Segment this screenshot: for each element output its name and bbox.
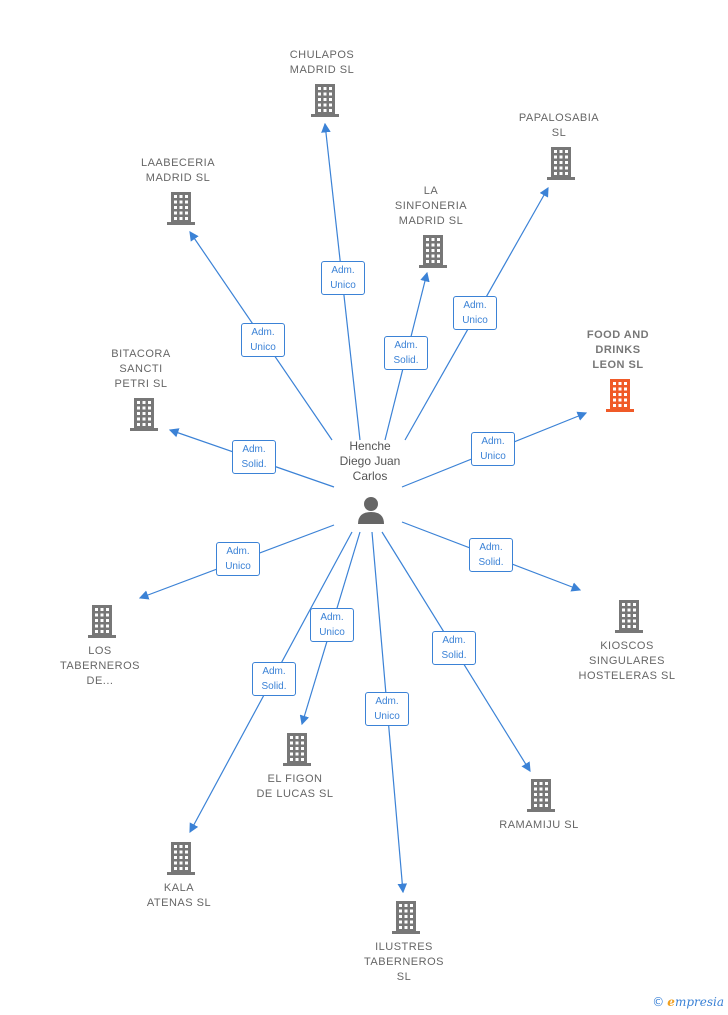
footer-brand[interactable]: ©empresia — [652, 995, 724, 1009]
role-badge-kala-atenas[interactable]: Adm. Solid. — [252, 662, 296, 696]
building-icon[interactable] — [390, 899, 422, 940]
company-label-ilustres[interactable]: ILUSTRES TABERNEROS SL — [364, 941, 444, 983]
center-person-label[interactable]: Henche Diego Juan Carlos — [339, 439, 401, 483]
building-icon[interactable] — [604, 377, 636, 418]
building-icon[interactable] — [128, 396, 160, 437]
company-label-bitacora[interactable]: BITACORA SANCTI PETRI SL — [111, 348, 171, 390]
building-icon[interactable] — [309, 82, 341, 123]
role-badge-ramamiju[interactable]: Adm. Solid. — [432, 631, 476, 665]
company-label-kala-atenas[interactable]: KALA ATENAS SL — [146, 882, 212, 909]
building-icon[interactable] — [613, 598, 645, 639]
brand-initial: e — [667, 995, 675, 1009]
role-badge-chulapos[interactable]: Adm. Unico — [321, 261, 365, 295]
role-badge-el-figon[interactable]: Adm. Unico — [310, 608, 354, 642]
building-icon[interactable] — [525, 777, 557, 818]
role-badge-papalosabia[interactable]: Adm. Unico — [453, 296, 497, 330]
brand-name: mpresia — [674, 995, 724, 1009]
person-icon[interactable] — [356, 495, 386, 530]
company-label-kioscos[interactable]: KIOSCOS SINGULARES HOSTELERAS SL — [578, 640, 676, 682]
company-label-papalosabia[interactable]: PAPALOSABIA SL — [518, 112, 600, 139]
copyright-symbol: © — [652, 995, 665, 1009]
building-icon[interactable] — [281, 731, 313, 772]
company-label-los-taberneros[interactable]: LOS TABERNEROS DE... — [60, 645, 140, 687]
role-badge-bitacora[interactable]: Adm. Solid. — [232, 440, 276, 474]
company-label-food-and-drinks[interactable]: FOOD AND DRINKS LEON SL — [586, 329, 650, 371]
company-label-el-figon[interactable]: EL FIGON DE LUCAS SL — [256, 773, 334, 800]
role-badge-laabeceria[interactable]: Adm. Unico — [241, 323, 285, 357]
role-badge-los-taberneros[interactable]: Adm. Unico — [216, 542, 260, 576]
role-badge-ilustres[interactable]: Adm. Unico — [365, 692, 409, 726]
building-icon[interactable] — [165, 840, 197, 881]
building-icon[interactable] — [417, 233, 449, 274]
building-icon[interactable] — [545, 145, 577, 186]
company-label-ramamiju[interactable]: RAMAMIJU SL — [499, 819, 579, 831]
role-badge-la-sinfoneria[interactable]: Adm. Solid. — [384, 336, 428, 370]
building-icon[interactable] — [86, 603, 118, 644]
company-label-laabeceria[interactable]: LAABECERIA MADRID SL — [140, 157, 216, 184]
company-label-chulapos[interactable]: CHULAPOS MADRID SL — [289, 49, 355, 76]
company-label-la-sinfoneria[interactable]: LA SINFONERIA MADRID SL — [394, 185, 468, 227]
role-badge-food-and-drinks[interactable]: Adm. Unico — [471, 432, 515, 466]
role-badge-kioscos[interactable]: Adm. Solid. — [469, 538, 513, 572]
building-icon[interactable] — [165, 190, 197, 231]
